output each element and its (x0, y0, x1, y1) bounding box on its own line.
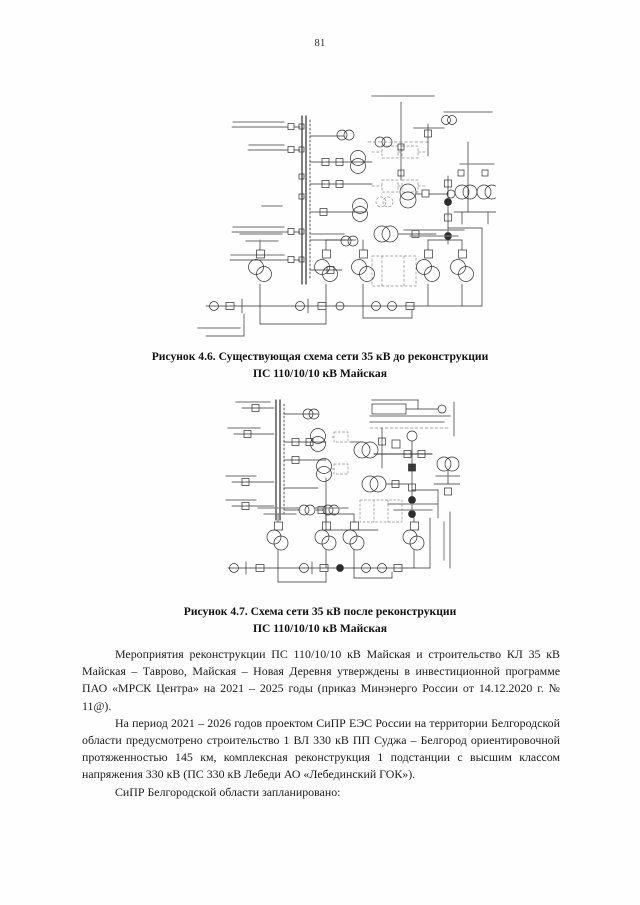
paragraph-2: На период 2021 – 2026 годов проектом СиП… (82, 715, 560, 782)
figure-4-7-diagram (222, 392, 460, 592)
paragraph-3: СиПР Белгородской области запланировано: (115, 784, 341, 799)
paragraph-1: Мероприятия реконструкции ПС 110/10/10 к… (82, 647, 560, 713)
page-number: 81 (314, 38, 326, 49)
figure-4-6-caption-line-2: ПС 110/10/10 кВ Майская (252, 366, 388, 380)
figure-4-6-caption-line-1: Рисунок 4.6. Существующая схема сети 35 … (151, 350, 489, 363)
figure-4-7-caption: Рисунок 4.7. Схема сети 35 кВ после реко… (80, 604, 560, 637)
figure-4-7-caption-line-1: Рисунок 4.7. Схема сети 35 кВ после реко… (183, 605, 457, 618)
figure-4-7-caption-line-2: ПС 110/10/10 кВ Майская (252, 621, 388, 635)
body-text-block: Мероприятия реконструкции ПС 110/10/10 к… (82, 646, 560, 801)
figure-4-6-diagram (196, 84, 496, 346)
figure-4-6-caption: Рисунок 4.6. Существующая схема сети 35 … (80, 349, 560, 382)
